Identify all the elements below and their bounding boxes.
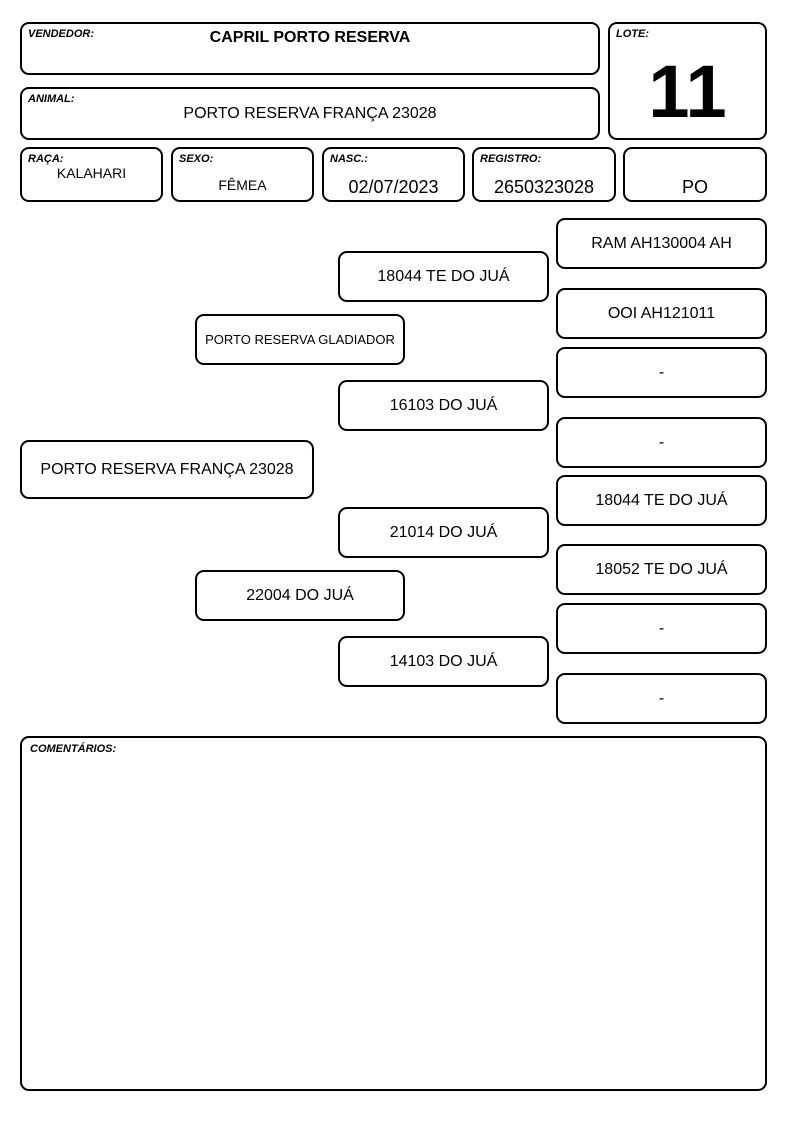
pedigree-dam-sire: 21014 DO JUÁ bbox=[338, 507, 549, 558]
category-box: PO bbox=[623, 147, 767, 202]
animal-box: ANIMAL: PORTO RESERVA FRANÇA 23028 bbox=[20, 87, 600, 140]
animal-value: PORTO RESERVA FRANÇA 23028 bbox=[183, 105, 437, 122]
registry-label: REGISTRO: bbox=[480, 153, 542, 165]
birth-value: 02/07/2023 bbox=[348, 177, 439, 197]
pedigree-ssd: OOI AH121011 bbox=[556, 288, 767, 339]
birth-box: NASC.: 02/07/2023 bbox=[322, 147, 465, 202]
registry-value: 2650323028 bbox=[493, 177, 595, 197]
lot-value: 11 bbox=[648, 50, 727, 133]
pedigree-animal: PORTO RESERVA FRANÇA 23028 bbox=[20, 440, 314, 499]
vendor-value: CAPRIL PORTO RESERVA bbox=[209, 29, 411, 46]
sex-box: SEXO: FÊMEA bbox=[171, 147, 314, 202]
breed-value: KALAHARI bbox=[56, 165, 127, 181]
pedigree-dds: - bbox=[556, 603, 767, 654]
breed-box: RAÇA: KALAHARI bbox=[20, 147, 163, 202]
pedigree-sire: PORTO RESERVA GLADIADOR bbox=[195, 314, 405, 365]
pedigree-dam: 22004 DO JUÁ bbox=[195, 570, 405, 621]
comments-box[interactable]: COMENTÁRIOS: bbox=[20, 736, 767, 1091]
category-value: PO bbox=[681, 177, 708, 197]
sex-label: SEXO: bbox=[179, 153, 214, 165]
pedigree-sire-sire: 18044 TE DO JUÁ bbox=[338, 251, 549, 302]
animal-label: ANIMAL: bbox=[28, 93, 75, 105]
pedigree-dss: 18044 TE DO JUÁ bbox=[556, 475, 767, 526]
breed-label: RAÇA: bbox=[28, 153, 64, 165]
pedigree-dsd: 18052 TE DO JUÁ bbox=[556, 544, 767, 595]
birth-label: NASC.: bbox=[330, 153, 368, 165]
pedigree-ddd: - bbox=[556, 673, 767, 724]
comments-label: COMENTÁRIOS: bbox=[30, 743, 117, 755]
vendor-label: VENDEDOR: bbox=[28, 28, 95, 40]
lot-label: LOTE: bbox=[616, 28, 649, 40]
pedigree-sds: - bbox=[556, 347, 767, 398]
lot-box: LOTE: 11 bbox=[608, 22, 767, 140]
sex-value: FÊMEA bbox=[218, 177, 267, 193]
pedigree-sdd: - bbox=[556, 417, 767, 468]
pedigree-sire-dam: 16103 DO JUÁ bbox=[338, 380, 549, 431]
pedigree-sss: RAM AH130004 AH bbox=[556, 218, 767, 269]
vendor-box: VENDEDOR: CAPRIL PORTO RESERVA bbox=[20, 22, 600, 75]
registry-box: REGISTRO: 2650323028 bbox=[472, 147, 616, 202]
pedigree-dam-dam: 14103 DO JUÁ bbox=[338, 636, 549, 687]
